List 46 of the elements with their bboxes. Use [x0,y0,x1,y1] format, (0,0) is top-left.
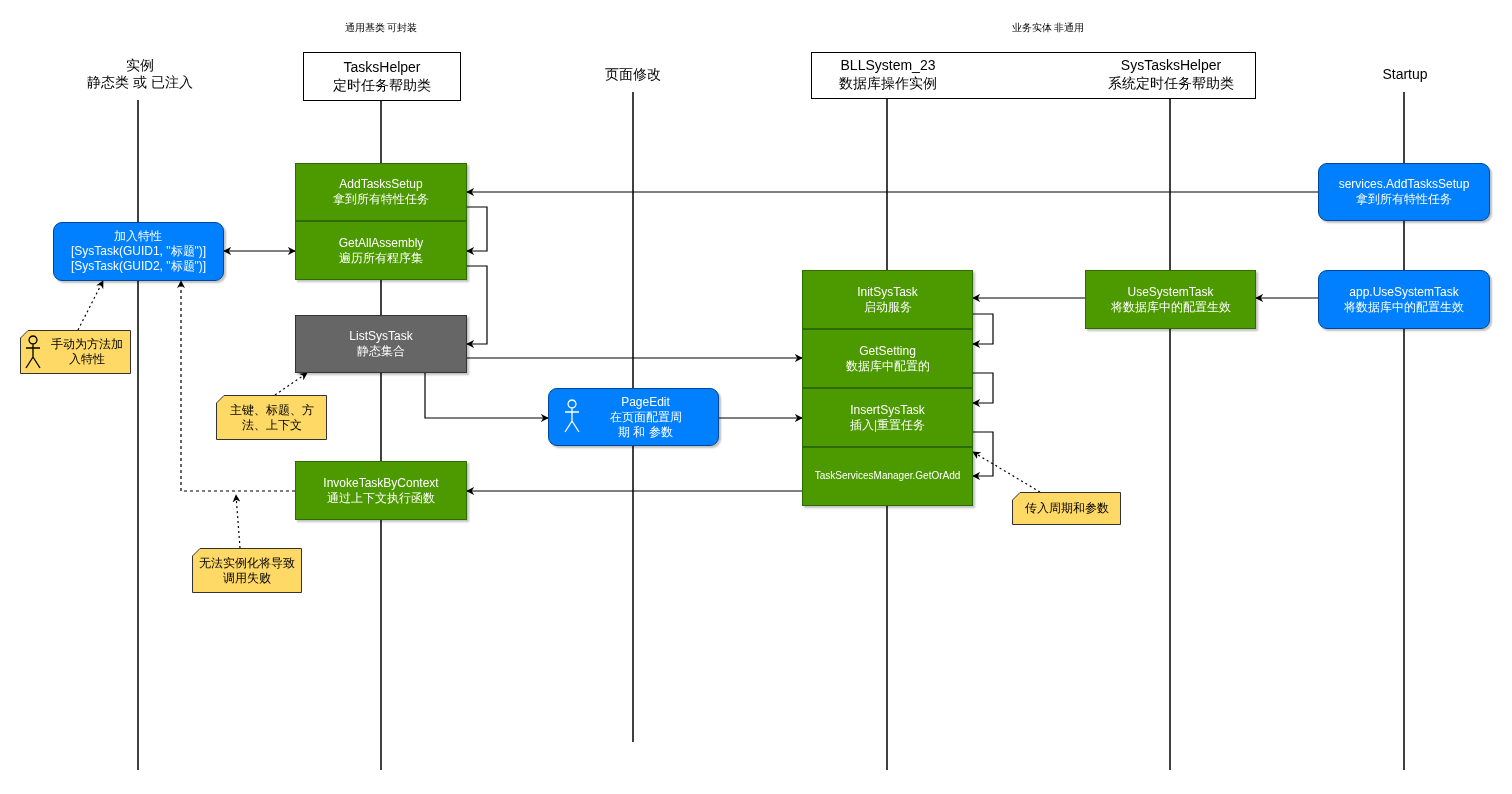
leader-line [232,494,241,549]
arrow [466,206,488,255]
arrow [972,294,1086,302]
arrow [972,372,994,407]
lifeline-title: 实例静态类 或 已注入 [60,50,220,98]
class-header-box [811,52,1256,99]
arrow [223,247,296,255]
arrow [972,313,994,348]
call-box: app.UseSystemTask 将数据库中的配置生效 [1318,270,1490,329]
method-box: InitSysTask 启动服务 [802,270,973,329]
leader-line [274,372,308,396]
note: 传入周期和参数 [1012,492,1121,525]
call-box: services.AddTasksSetup 拿到所有特性任务 [1318,163,1490,221]
class-title: BLLSystem_23 数据库操作实例 [839,57,937,92]
method-box: InvokeTaskByContext 通过上下文执行函数 [295,461,467,520]
class-title: SysTasksHelper 系统定时任务帮助类 [1108,57,1234,92]
method-box: ListSysTask 静态集合 [295,315,467,373]
arrow [466,188,1319,196]
lifeline-title: Startup [1360,62,1450,88]
arrow [424,372,549,422]
group-caption: 通用基类 可封装 [344,21,418,35]
leader-line [972,451,1041,493]
group-caption: 业务实体 非通用 [1011,21,1085,35]
arrow [466,265,488,348]
method-box: UseSystemTask 将数据库中的配置生效 [1085,270,1256,329]
note [20,330,131,374]
call-box [548,388,719,446]
method-box: TaskServicesManager.GetOrAdd [802,447,973,506]
lifeline-title: 页面修改 [583,62,683,88]
arrow [466,487,803,495]
arrow [1255,294,1319,302]
arrow [466,354,803,362]
arrow [177,280,296,492]
method-box: GetAllAssembly 遍历所有程序集 [295,221,467,280]
leader-line [77,280,104,331]
method-box: InsertSysTask 插入|重置任务 [802,388,973,447]
call-label: PageEdit 在页面配置周期 和 参数 [609,394,682,440]
call-box: 加入特性 [SysTask(GUID1, "标题")] [SysTask(GUID2, "标题")] [53,222,224,281]
method-box: AddTasksSetup 拿到所有特性任务 [295,163,467,221]
note: 主键、标题、方法、上下文 [216,395,327,440]
method-box: GetSetting 数据库中配置的 [802,329,973,388]
class-header-box: TasksHelper 定时任务帮助类 [303,52,461,101]
arrow [972,431,994,480]
note: 无法实例化将导致调用失败 [192,548,302,593]
arrow [718,414,803,422]
note-text: 手动为方法加入特性 [49,337,124,367]
